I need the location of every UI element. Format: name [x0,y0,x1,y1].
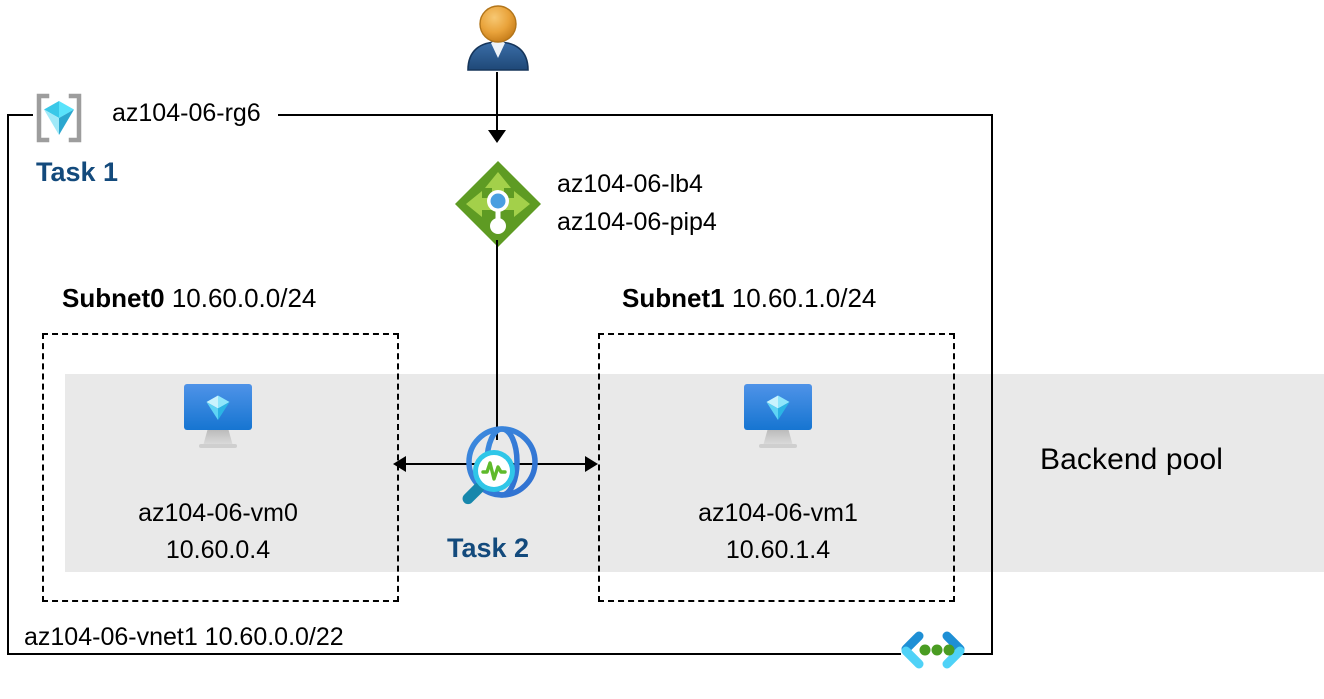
user-to-lb-arrowhead [488,130,506,143]
subnet1-arrowhead [585,456,598,472]
resource-group-border-top-left [7,114,33,116]
public-ip-name: az104-06-pip4 [557,208,717,236]
vnet-label: az104-06-vnet1 10.60.0.0/22 [24,623,344,651]
user-icon [462,2,534,74]
subnet0-title: Subnet0 10.60.0.0/24 [62,283,316,314]
vm0-ip: 10.60.0.4 [165,536,271,564]
subnet0-connector-line [403,463,497,465]
subnet1-cidr: 10.60.1.0/24 [731,283,877,313]
resource-group-icon [33,92,85,144]
vm0-labels: az104-06-vm0 10.60.0.4 [68,495,368,569]
subnet0-arrowhead [393,456,406,472]
task-2-label: Task 2 [447,533,530,563]
subnet1-name: Subnet1 [622,283,725,313]
load-balancer-name: az104-06-lb4 [557,170,703,198]
vm1-ip: 10.60.1.4 [725,536,831,564]
user-to-lb-connector [496,72,498,134]
subnet1-connector-line [497,463,591,465]
backend-pool-band [65,374,1324,572]
backend-pool-label: Backend pool [1040,443,1224,476]
vm1-name: az104-06-vm1 [698,499,858,527]
virtual-machine-icon [741,380,815,452]
lb-to-network-connector [496,240,498,440]
resource-group-border-bottom-right [957,653,993,655]
subnet0-name: Subnet0 [62,283,165,313]
vm0-name: az104-06-vm0 [138,499,298,527]
network-watcher-icon [452,418,548,514]
subnet1-title: Subnet1 10.60.1.0/24 [622,283,876,314]
resource-group-border-bottom-left [7,653,901,655]
virtual-machine-icon [181,380,255,452]
task-1-label: Task 1 [36,157,119,187]
load-balancer-labels: az104-06-lb4 az104-06-pip4 [557,165,717,241]
load-balancer-icon [452,158,544,250]
resource-group-border-top-right [278,114,993,116]
vm1-labels: az104-06-vm1 10.60.1.4 [628,495,928,569]
resource-group-name: az104-06-rg6 [112,99,261,127]
virtual-network-icon [897,628,969,676]
resource-group-border-right [991,114,993,655]
subnet0-cidr: 10.60.0.0/24 [171,283,317,313]
subnet1-box [598,333,955,602]
resource-group-border-left [7,114,9,655]
